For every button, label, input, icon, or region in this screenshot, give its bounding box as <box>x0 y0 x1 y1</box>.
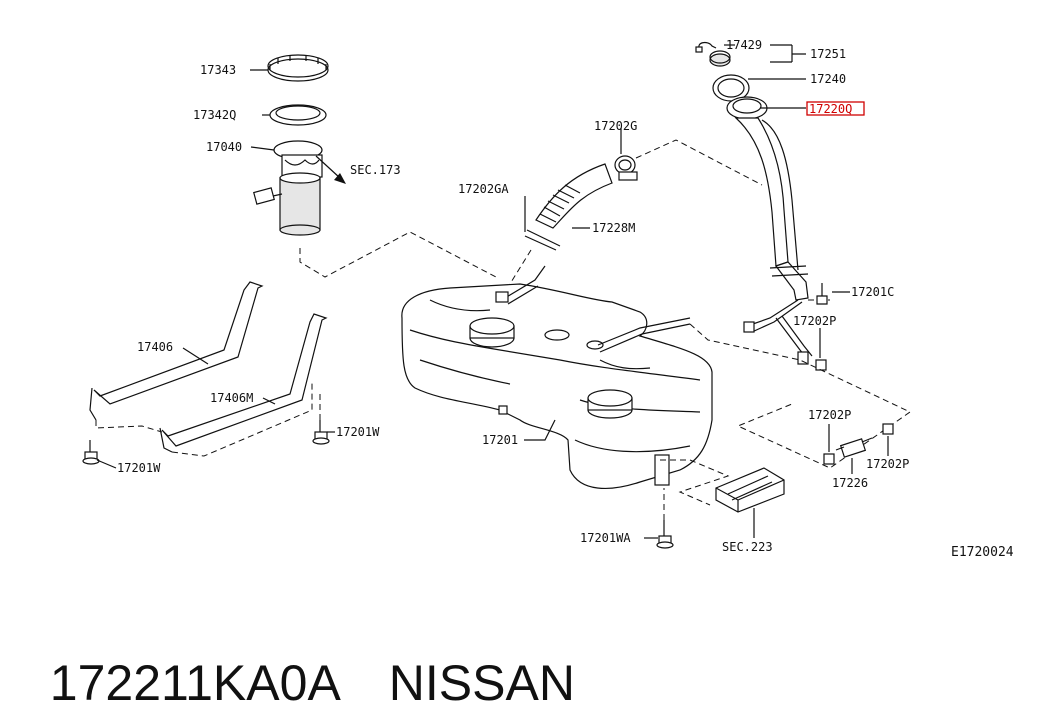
label-17226: 17226 <box>832 476 868 490</box>
label-17201wa: 17201WA <box>580 531 631 545</box>
label-17040: 17040 <box>206 140 242 154</box>
label-17202g: 17202G <box>594 119 637 133</box>
fuel-cap <box>709 50 731 67</box>
hose-clamp-top <box>614 155 638 181</box>
bolt-17201c <box>816 283 828 305</box>
highlight-box-17220q <box>806 101 865 116</box>
brand-name: NISSAN <box>388 655 575 711</box>
label-17201c: 17201C <box>851 285 894 299</box>
label-17406m: 17406M <box>210 391 253 405</box>
label-17343: 17343 <box>200 63 236 77</box>
label-17201w-left: 17201W <box>117 461 161 475</box>
label-17202p-right: 17202P <box>866 457 909 471</box>
label-17202ga: 17202GA <box>458 182 509 196</box>
tank-strap-17406m <box>159 313 328 453</box>
fuel-pump-lock-ring <box>267 54 329 82</box>
fuel-pump-gasket <box>269 104 327 126</box>
label-17406: 17406 <box>137 340 173 354</box>
label-17220q: 17220Q <box>809 102 852 116</box>
bolt-17201w-left <box>82 440 100 465</box>
label-17240: 17240 <box>810 72 846 86</box>
filler-tube <box>726 96 813 365</box>
label-17251: 17251 <box>810 47 846 61</box>
label-17201: 17201 <box>482 433 518 447</box>
evap-canister <box>715 467 785 513</box>
part-number: 172211KA0A <box>49 655 341 711</box>
fuel-tank <box>401 265 713 490</box>
label-17429: 17429 <box>726 38 762 52</box>
clip-17202p-left <box>823 453 835 465</box>
filler-ring <box>712 74 750 102</box>
caption: 172211KA0A NISSAN <box>22 596 575 712</box>
label-17202p-top: 17202P <box>793 314 836 328</box>
tank-strap-17406 <box>89 281 264 421</box>
label-17228m: 17228M <box>592 221 635 235</box>
clip-17202p-right <box>882 423 894 435</box>
label-sec173: SEC.173 <box>350 163 401 177</box>
fuel-system-parts-diagram: 17343 17342Q 17040 SEC.173 17202G 17202G… <box>82 38 1014 560</box>
sec173-arrow <box>315 155 346 184</box>
label-sec223: SEC.223 <box>722 540 773 554</box>
label-17342q: 17342Q <box>193 108 236 122</box>
label-17202p-mid: 17202P <box>808 408 851 422</box>
bolt-17201w-right <box>312 420 330 445</box>
fuel-filter-17226 <box>835 437 873 458</box>
diagram-id: E1720024 <box>951 545 1014 560</box>
fuel-cap-tether <box>695 41 717 53</box>
fuel-pump-module <box>253 140 323 236</box>
bolt-17201wa <box>656 520 674 549</box>
clip-17202p-top <box>815 359 827 371</box>
label-17201w-right: 17201W <box>336 425 380 439</box>
filler-hose <box>524 163 613 251</box>
